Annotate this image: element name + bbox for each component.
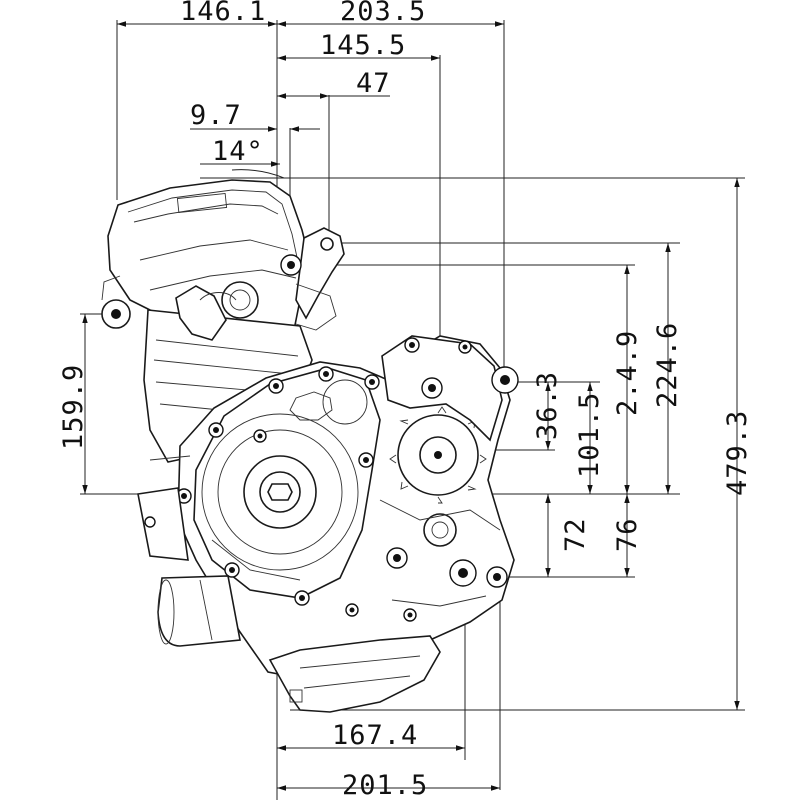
dim-76: 76: [612, 517, 643, 552]
dim-72: 72: [560, 517, 591, 552]
dim-203-5: 203.5: [340, 0, 426, 27]
oil-sump: [268, 635, 441, 713]
dim-167-4: 167.4: [332, 720, 418, 751]
starter-motor: [157, 575, 241, 647]
dim-angle-14: 14°: [212, 136, 264, 167]
dim-145-5: 145.5: [320, 30, 406, 61]
dim-2-4-9: 2.4.9: [612, 330, 643, 416]
dimension-labels: 146.1 203.5 145.5 47 9.7 14° 479.3 224.6…: [58, 0, 753, 800]
dim-36-3: 36.3: [532, 371, 563, 440]
dim-9-7: 9.7: [190, 100, 242, 131]
dim-479-3: 479.3: [722, 410, 753, 496]
dim-224-6: 224.6: [652, 322, 683, 408]
dim-101-5: 101.5: [574, 392, 605, 478]
engine-outline: [101, 179, 519, 713]
dim-159-9: 159.9: [58, 364, 89, 450]
output-sprocket: [389, 406, 487, 504]
dim-47: 47: [356, 68, 391, 99]
cover-bolts: [176, 366, 380, 606]
dim-201-5: 201.5: [342, 770, 428, 800]
upper-mount-bracket: [295, 227, 345, 320]
dim-146-1: 146.1: [180, 0, 266, 27]
intake-elbow: [175, 285, 227, 341]
dimension-lines: [82, 21, 740, 791]
